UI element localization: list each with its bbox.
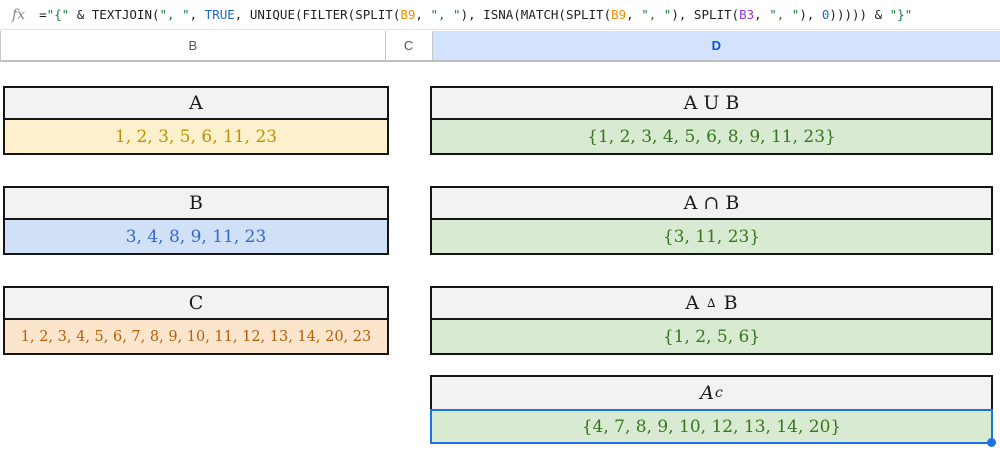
set-box-union-value-cell[interactable]: {1, 2, 3, 4, 5, 6, 8, 9, 11, 23}: [432, 120, 991, 153]
selection-fill-handle[interactable]: [987, 438, 996, 447]
formula-token: ", ": [159, 7, 190, 22]
formula-token: ),: [799, 7, 822, 22]
set-box-B-title-cell[interactable]: B: [5, 188, 387, 220]
title-superscript-c: c: [714, 385, 723, 401]
formula-token: , UNIQUE(FILTER(SPLIT(: [234, 7, 401, 22]
set-box-complement-value-cell[interactable]: {4, 7, 8, 9, 10, 12, 13, 14, 20}: [430, 409, 996, 447]
formula-input[interactable]: ="{" & TEXTJOIN(", ", TRUE, UNIQUE(FILTE…: [39, 7, 912, 22]
formula-token: ,: [626, 7, 642, 22]
formula-token: B9: [400, 7, 416, 22]
formula-token: ,: [754, 7, 770, 22]
formula-token: =: [39, 7, 47, 22]
title-part-a: A: [685, 292, 706, 314]
column-header-D[interactable]: D: [432, 31, 1000, 60]
formula-token: ))))) &: [829, 7, 890, 22]
column-header-row: B C D: [0, 31, 1000, 62]
set-box-intersection: A ∩ B {3, 11, 23}: [430, 186, 993, 255]
formula-token: & TEXTJOIN(: [69, 7, 160, 22]
formula-token: B3: [739, 7, 755, 22]
set-box-C-title-cell[interactable]: C: [5, 288, 387, 320]
fx-icon: fx: [12, 6, 26, 23]
set-box-A: A 1, 2, 3, 5, 6, 11, 23: [3, 86, 389, 155]
title-part-b: B: [717, 292, 738, 314]
set-box-intersection-value-cell[interactable]: {3, 11, 23}: [432, 220, 991, 253]
set-box-symmetric-difference-title-cell[interactable]: A ∆ B: [432, 288, 991, 320]
triangle-symbol: ∆: [707, 296, 716, 310]
set-box-B-value-cell[interactable]: 3, 4, 8, 9, 11, 23: [5, 220, 387, 253]
set-box-C: C 1, 2, 3, 4, 5, 6, 7, 8, 9, 10, 11, 12,…: [3, 286, 389, 355]
formula-bar: fx ="{" & TEXTJOIN(", ", TRUE, UNIQUE(FI…: [0, 0, 1000, 30]
title-main: A: [700, 382, 714, 404]
formula-token: ", ": [769, 7, 800, 22]
formula-token: ", ": [430, 7, 461, 22]
set-box-B: B 3, 4, 8, 9, 11, 23: [3, 186, 389, 255]
formula-token: ), ISNA(MATCH(SPLIT(: [460, 7, 612, 22]
set-box-symmetric-difference: A ∆ B {1, 2, 5, 6}: [430, 286, 993, 355]
set-box-A-value-cell[interactable]: 1, 2, 3, 5, 6, 11, 23: [5, 120, 387, 153]
formula-token: TRUE: [204, 7, 235, 22]
formula-token: ), SPLIT(: [671, 7, 740, 22]
set-box-C-value-cell[interactable]: 1, 2, 3, 4, 5, 6, 7, 8, 9, 10, 11, 12, 1…: [5, 320, 387, 353]
formula-token: ,: [189, 7, 205, 22]
set-box-complement: A c {4, 7, 8, 9, 10, 12, 13, 14, 20}: [430, 375, 996, 447]
formula-token: ", ": [641, 7, 672, 22]
formula-token: ,: [415, 7, 431, 22]
set-box-intersection-title-cell[interactable]: A ∩ B: [432, 188, 991, 220]
formula-token: "}": [889, 7, 913, 22]
set-box-union-title-cell[interactable]: A U B: [432, 88, 991, 120]
formula-token: 0: [821, 7, 830, 22]
set-box-union: A U B {1, 2, 3, 4, 5, 6, 8, 9, 11, 23}: [430, 86, 993, 155]
set-box-A-title-cell[interactable]: A: [5, 88, 387, 120]
set-box-complement-title-cell[interactable]: A c: [430, 375, 993, 409]
set-box-symmetric-difference-value-cell[interactable]: {1, 2, 5, 6}: [432, 320, 991, 353]
formula-token: B9: [611, 7, 627, 22]
formula-token: "{": [46, 7, 70, 22]
column-header-C[interactable]: C: [385, 31, 433, 60]
column-header-B[interactable]: B: [1, 31, 386, 60]
